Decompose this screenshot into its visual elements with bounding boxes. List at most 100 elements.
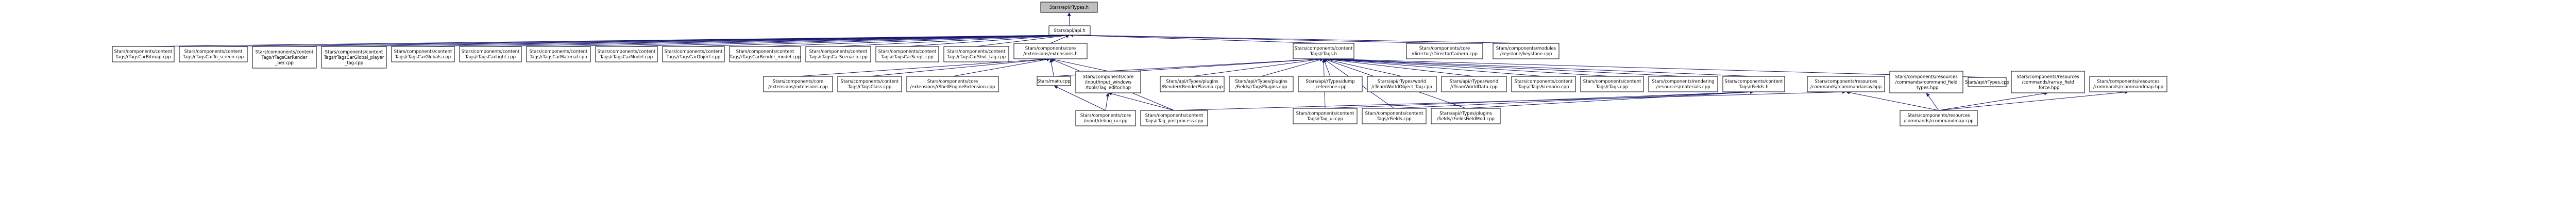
node-box [1900, 110, 1978, 126]
node-box [875, 46, 939, 62]
node-label-line: Tags/rTagsCarShot_tag.cpp [946, 55, 1006, 60]
node-label-line: Stars/components/content [114, 50, 173, 55]
node-label-line: Tags/rTagsCarModel.cpp [600, 55, 653, 60]
edge-c8-to-api [626, 33, 1070, 47]
node-c12[interactable]: Stars/components/contentTags/rTagsCarScr… [875, 46, 939, 62]
node-box [1362, 108, 1427, 124]
node-c7[interactable]: Stars/components/contentTags/rTagsCarMat… [526, 46, 591, 62]
node-c8[interactable]: Stars/components/contentTags/rTagsCarMod… [595, 46, 658, 62]
node-label-line: Stars/components/modules [1496, 46, 1556, 52]
edge-c13-to-api [976, 34, 1070, 47]
node-r6[interactable]: Stars/components/resources/commands/rcom… [2089, 76, 2167, 92]
node-g2[interactable]: Stars/components/contentTags/rTag_postpr… [1140, 110, 1208, 126]
node-label-line: Stars/components/content [809, 50, 868, 55]
node-label-line: /extensions/rShellEngineExtension.cpp [910, 85, 995, 90]
node-p5[interactable]: Stars/api/rTypes/world/rTeamWorldData.cp… [1441, 76, 1507, 92]
edge-p2-to-ctags [1261, 58, 1324, 77]
node-c2[interactable]: Stars/components/contentTags/rTagsCarTo_… [179, 46, 248, 62]
node-api[interactable]: Stars/api/api.h [1048, 25, 1091, 36]
edge-g6-to-r3 [1926, 92, 1939, 111]
node-p3[interactable]: Stars/api/rTypes/dump_reference.cpp [1298, 76, 1363, 92]
node-g6[interactable]: Stars/components/resources/commands/rcom… [1900, 110, 1978, 126]
node-box [1048, 25, 1091, 36]
node-c10[interactable]: Stars/components/contentTags/rTagsCarRen… [729, 46, 801, 62]
node-c9[interactable]: Stars/components/contentTags/rTagsCarObj… [662, 46, 725, 62]
node-box [595, 46, 658, 62]
node-p4[interactable]: Stars/api/rTypes/world/rTeamWorldObject_… [1367, 76, 1437, 92]
node-box [1160, 76, 1225, 92]
node-label-line: Stars/components/content [1725, 79, 1783, 85]
edge-api-to-root [1067, 12, 1071, 26]
node-c5[interactable]: Stars/components/contentTags/rTagsCarGlo… [391, 46, 455, 62]
node-label-line: Stars/components/resources [1815, 79, 1877, 85]
node-dbg[interactable]: Stars/components/core/input/input_window… [1075, 71, 1141, 93]
node-box [321, 46, 387, 69]
node-box [943, 46, 1009, 62]
node-label-line: Stars/components/core [927, 79, 978, 85]
edge-g4-to-t3 [1394, 90, 1754, 109]
node-box [1293, 108, 1358, 124]
edge-dbg-to-ctags [1108, 57, 1324, 72]
node-mod[interactable]: Stars/components/modules/keystone/keysto… [1493, 43, 1560, 59]
node-c6[interactable]: Stars/components/contentTags/rTagsCarLig… [459, 46, 522, 62]
node-p1[interactable]: Stars/api/rTypes/plugins/Render/rRenderP… [1160, 76, 1225, 92]
node-label-line: /extensions/extensions.cpp [768, 85, 828, 90]
node-r1[interactable]: Stars/components/rendering/resources/mat… [1648, 76, 1718, 92]
node-t1[interactable]: Stars/components/contentTags/rTagsScenar… [1511, 76, 1576, 92]
node-p2[interactable]: Stars/api/rTypes/plugins/Fields/rTagsPlu… [1229, 76, 1294, 92]
node-e2[interactable]: Stars/components/contentTags/rTagsClass.… [837, 76, 902, 92]
edge-p5-to-ctags [1323, 57, 1475, 77]
edge-g6-to-r5 [1938, 91, 2048, 111]
node-label-line: /commands/rcommandmap.hpp [2093, 85, 2163, 90]
node-e3[interactable]: Stars/components/core/extensions/rShellE… [906, 76, 999, 92]
node-r2[interactable]: Stars/components/resources/commands/rcom… [1807, 76, 1885, 92]
node-box [1013, 43, 1088, 59]
node-root[interactable]: Stars/api/rTypes.h [1040, 2, 1098, 13]
node-box [1298, 76, 1363, 92]
edge-c7-to-api [558, 33, 1070, 47]
node-c4[interactable]: Stars/components/contentTags/rTagsCarGlo… [321, 46, 387, 69]
node-main[interactable]: Stars/main.cpp [1037, 76, 1071, 86]
node-label-line: Stars/components/content [530, 50, 588, 55]
node-label-line: Stars/components/rendering [1652, 79, 1714, 85]
node-r3[interactable]: Stars/components/resources/commands/rcom… [1889, 71, 1963, 93]
node-box [1431, 108, 1501, 124]
edge-e2-to-ext [869, 57, 1051, 77]
edge-r4-to-ctags [1323, 57, 1988, 78]
node-label-line: Stars/components/core [1080, 113, 1131, 119]
node-label-line: Stars/api/rTypes/world [1450, 79, 1498, 85]
node-c11[interactable]: Stars/components/contentTags/rTagsCarSce… [805, 46, 871, 62]
node-g1[interactable]: Stars/components/core/input/debug_ui.cpp [1075, 110, 1136, 126]
node-ext[interactable]: Stars/components/core/extensions/extensi… [1013, 43, 1088, 59]
edge-dbg-to-ext [1050, 58, 1109, 72]
node-label-line: Tags/rTagsScenario.cpp [1518, 85, 1569, 90]
node-label-line: /tools/Tag_editor.hpp [1086, 85, 1131, 90]
node-label-line: Stars/components/core [1025, 46, 1076, 52]
node-e1[interactable]: Stars/components/core/extensions/extensi… [763, 76, 833, 92]
node-label-line: Stars/components/resources [1907, 113, 1970, 119]
node-label-line: Stars/api/rTypes/plugins [1439, 111, 1492, 117]
node-c3[interactable]: Stars/components/contentTags/rTagsCarRen… [252, 46, 317, 69]
node-cam[interactable]: Stars/components/core/director/rDirector… [1406, 43, 1483, 59]
node-label-line: Stars/components/content [325, 50, 383, 55]
node-label-line: Stars/components/content [462, 50, 520, 55]
node-g5[interactable]: Stars/api/rTypes/plugins/fields/rFieldsF… [1431, 108, 1501, 124]
node-box [763, 76, 833, 92]
node-c13[interactable]: Stars/components/contentTags/rTagsCarSho… [943, 46, 1009, 62]
node-box [112, 46, 175, 62]
node-label-line: Stars/components/content [1295, 46, 1353, 52]
node-r5[interactable]: Stars/components/resources/commands/rarr… [2011, 71, 2085, 93]
node-box [906, 76, 999, 92]
edge-c10-to-api [765, 33, 1070, 47]
node-label-line: /resources/materials.cpp [1656, 85, 1710, 90]
node-box [1807, 76, 1885, 92]
node-c1[interactable]: Stars/components/contentTags/rTagsCarBit… [112, 46, 175, 62]
node-label-line: Tags/rFields.cpp [1376, 117, 1411, 122]
node-r4[interactable]: Stars/api/rTypes.cpp [1965, 77, 2009, 87]
